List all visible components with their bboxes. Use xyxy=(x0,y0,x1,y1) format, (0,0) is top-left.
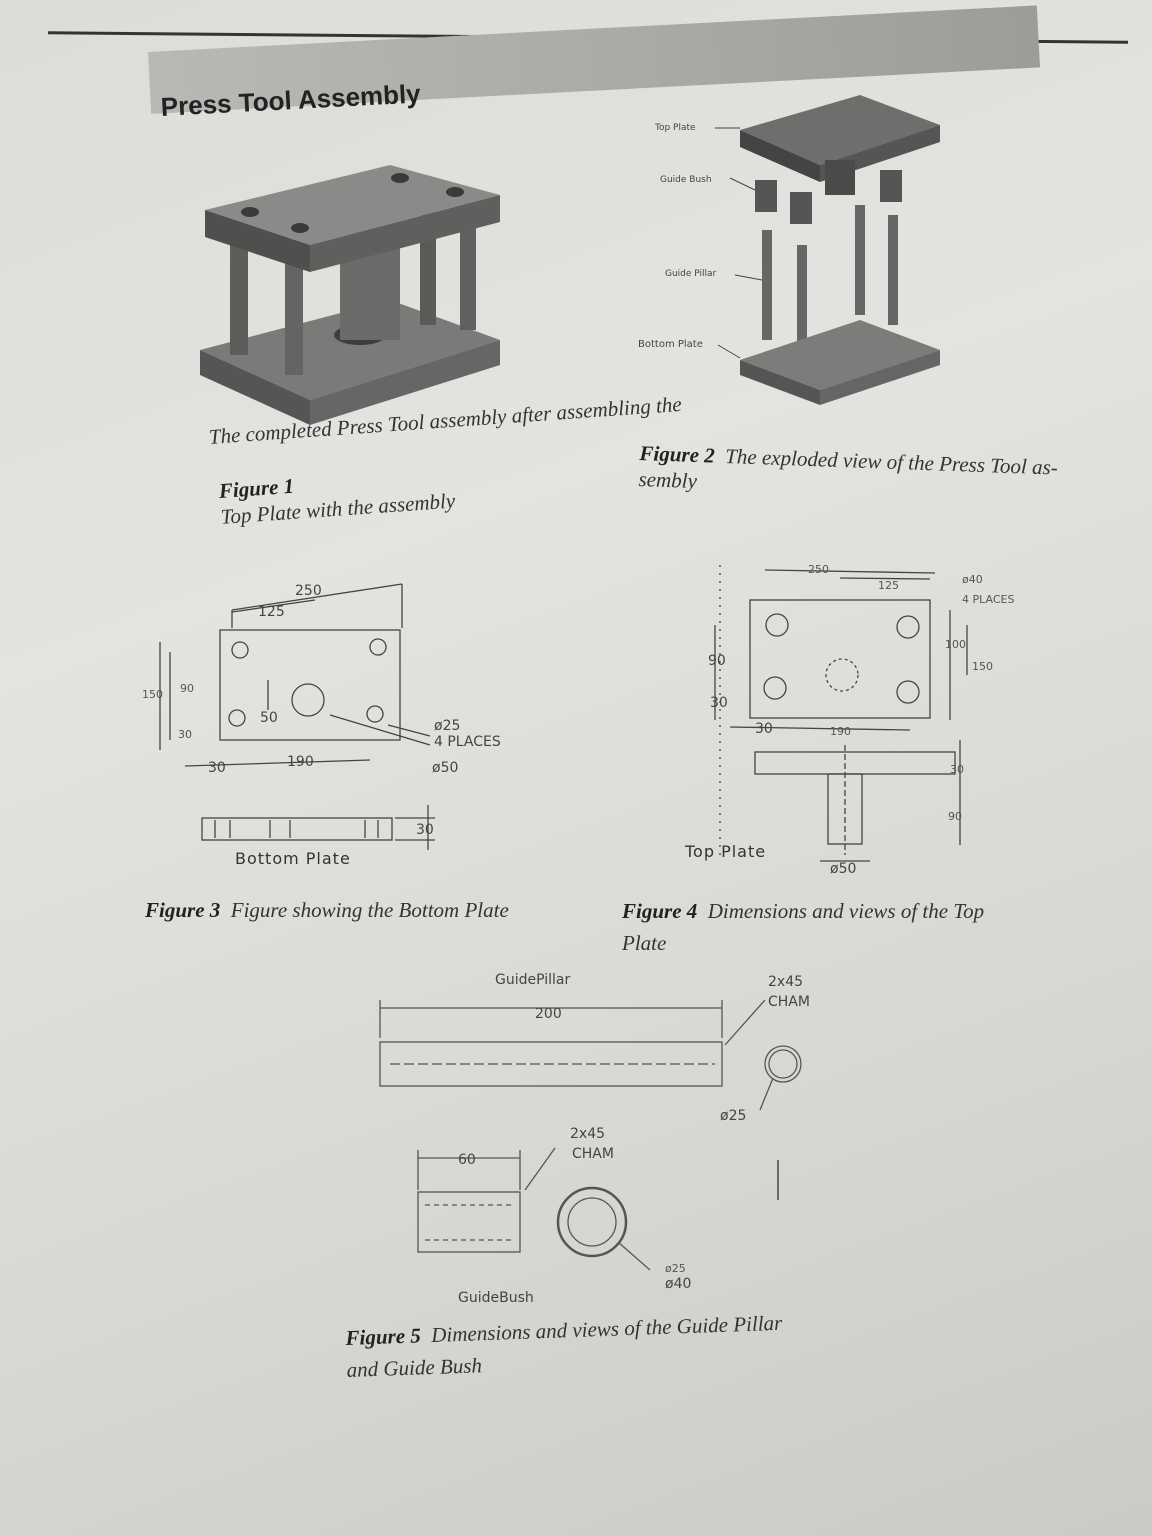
fig3-dim-190: 190 xyxy=(287,754,314,770)
fig3-dim-250: 250 xyxy=(295,583,322,599)
fig3-dim-30a: 30 xyxy=(178,728,192,741)
figure5-caption-block: Figure 5 Dimensions and views of the Gui… xyxy=(345,1304,867,1386)
figure5-caption: Dimensions and views of the Guide Pillar xyxy=(430,1310,783,1347)
fig5-pillar-length: 200 xyxy=(535,1006,562,1022)
figure3-caption: Figure showing the Bottom Plate xyxy=(230,898,509,922)
fig4-dim-30a: 30 xyxy=(710,695,728,711)
figure4-caption-block: Figure 4 Dimensions and views of the Top… xyxy=(622,895,1042,959)
figure5-caption-cont: and Guide Bush xyxy=(346,1353,483,1382)
fig4-thickness: 30 xyxy=(950,763,964,776)
fig4-dim-100: 100 xyxy=(945,638,966,651)
figure5-label: Figure 5 xyxy=(345,1323,422,1350)
fig5-bush-label: GuideBush xyxy=(458,1290,534,1305)
fig4-dim-90: 90 xyxy=(708,653,726,669)
fig5-pillar-label: GuidePillar xyxy=(495,972,570,988)
figure1-caption-block: Figure 1 Top Plate with the assembly xyxy=(218,462,456,530)
figure4-top-plate-drawing: 250 125 ø40 4 PLACES 100 150 90 30 30 19… xyxy=(684,563,1014,877)
fig5-pillar-dia: ø25 xyxy=(720,1108,746,1124)
fig3-center-dia: ø50 xyxy=(432,760,458,776)
exploded-label-bottom-plate: Bottom Plate xyxy=(638,339,703,350)
fig5-bush-cham2: CHAM xyxy=(572,1146,614,1162)
fig3-hole-dia: ø25 xyxy=(434,718,460,734)
figure5-pillar-bush-drawing: GuidePillar 200 2x45 CHAM ø25 60 2x45 CH… xyxy=(379,972,810,1305)
exploded-label-guide-bush: Guide Bush xyxy=(660,175,712,185)
figure2-caption: The exploded view of the Press Tool as- xyxy=(724,443,1059,480)
figure2-caption-block: Figure 2 The exploded view of the Press … xyxy=(638,440,1120,509)
fig4-dim-150: 150 xyxy=(972,660,993,673)
fig4-view-label: Top Plate xyxy=(684,842,766,861)
fig3-thickness: 30 xyxy=(416,822,434,838)
figure4-caption-cont: Plate xyxy=(622,931,667,955)
exploded-label-guide-pillar: Guide Pillar xyxy=(665,269,717,279)
fig4-boss-height: 90 xyxy=(948,810,962,823)
figure2-caption-cont: sembly xyxy=(638,466,698,494)
fig4-dim-125: 125 xyxy=(878,579,899,592)
figure2-label: Figure 2 xyxy=(639,440,716,468)
fig3-dim-90: 90 xyxy=(180,682,194,695)
fig3-dim-125: 125 xyxy=(258,604,285,620)
fig5-bush-length: 60 xyxy=(458,1152,476,1168)
fig3-dim-30b: 30 xyxy=(208,760,226,776)
fig5-pillar-cham2: CHAM xyxy=(768,994,810,1010)
fig5-bush-outer-dia: ø40 xyxy=(665,1276,691,1292)
figure3-caption-block: Figure 3 Figure showing the Bottom Plate xyxy=(145,898,509,923)
fig4-hole-places: 4 PLACES xyxy=(962,593,1014,606)
figure3-bottom-plate-drawing: 250 125 150 90 30 50 30 190 ø25 4 PLACES… xyxy=(142,583,501,868)
fig3-hole-places: 4 PLACES xyxy=(434,734,501,750)
figure4-label: Figure 4 xyxy=(622,899,698,923)
fig3-dim-150: 150 xyxy=(142,688,163,701)
figure3-label: Figure 3 xyxy=(145,898,221,922)
figure1-label: Figure 1 xyxy=(218,473,295,503)
fig3-dim-50: 50 xyxy=(260,710,278,726)
fig4-dim-30b: 30 xyxy=(755,721,773,737)
fig4-boss-dia: ø50 xyxy=(830,861,856,877)
fig3-view-label: Bottom Plate xyxy=(235,849,351,868)
fig5-bush-cham: 2x45 xyxy=(570,1126,605,1142)
figure1-assembly-illustration xyxy=(200,165,500,425)
figure4-caption: Dimensions and views of the Top xyxy=(707,899,985,923)
exploded-label-top-plate: Top Plate xyxy=(654,123,696,133)
fig4-dim-190: 190 xyxy=(830,725,851,738)
fig4-hole-dia: ø40 xyxy=(962,573,983,586)
fig4-dim-250: 250 xyxy=(808,563,829,576)
fig5-bush-inner-dia: ø25 xyxy=(665,1262,686,1275)
fig5-pillar-cham: 2x45 xyxy=(768,974,803,990)
figure2-exploded-view: Top Plate Guide Bush Guide Pillar Bottom… xyxy=(638,95,940,405)
